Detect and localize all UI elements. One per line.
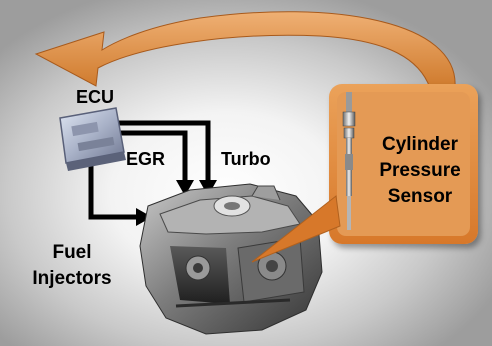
turbo-label: Turbo xyxy=(221,149,271,169)
cylinder-pressure-sensor-label: Cylinder Pressure Sensor xyxy=(379,134,461,207)
egr-signal-arrow xyxy=(100,130,194,196)
fuel-injector-signal-arrow xyxy=(88,158,152,226)
egr-label: EGR xyxy=(126,149,166,169)
sensor-callout-box xyxy=(329,84,478,244)
pressure-sensor-probe-image xyxy=(342,92,356,230)
fuel-injectors-label: Fuel Injectors xyxy=(32,242,112,289)
ecu-label: ECU xyxy=(76,87,115,107)
sensor-callout-inner xyxy=(337,92,470,236)
